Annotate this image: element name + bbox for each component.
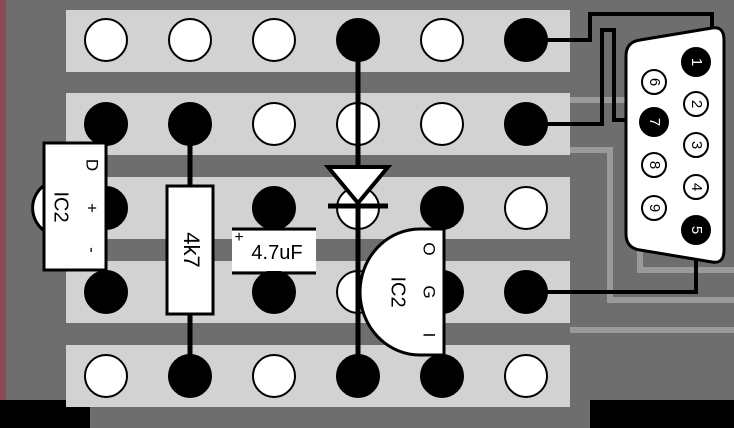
db9-label-5: 5	[688, 226, 705, 234]
hole	[252, 102, 296, 146]
db9-label-1: 1	[688, 58, 705, 66]
capacitor-label: 4.7uF	[251, 242, 302, 264]
ic-right-name: IC2	[387, 276, 409, 307]
hole	[504, 354, 548, 398]
db9-label-2: 2	[688, 100, 705, 108]
db9-label-9: 9	[646, 204, 663, 212]
db9-label-6: 6	[646, 78, 663, 86]
strip-4	[66, 261, 570, 323]
db9-label-7: 7	[646, 118, 663, 126]
db9-label-4: 4	[688, 183, 705, 191]
db9-pin-2	[683, 91, 709, 117]
hole	[504, 186, 548, 230]
hole	[420, 18, 464, 62]
hole	[252, 18, 296, 62]
db9-pin-9	[641, 195, 667, 221]
hole	[420, 186, 464, 230]
ic-right-body	[358, 227, 446, 357]
ic-right-pin-o: O	[420, 242, 439, 255]
strips	[66, 10, 570, 407]
hole	[84, 18, 128, 62]
ic-left-pin-plus: +	[83, 203, 102, 213]
db9-pin-7	[639, 107, 669, 137]
hole	[84, 102, 128, 146]
strip-1	[66, 10, 570, 72]
hole	[84, 270, 128, 314]
ic-right-pin-i: I	[420, 333, 439, 338]
strip-3	[66, 177, 570, 239]
ic-left-name: IC2	[50, 191, 72, 222]
ic-left-pin-d: D	[83, 159, 102, 171]
db9-pin-5	[681, 215, 711, 245]
hole	[252, 186, 296, 230]
ic-left-pin-minus: -	[83, 247, 102, 253]
capacitor-body	[232, 231, 316, 271]
resistor-body	[165, 184, 215, 316]
hole	[420, 354, 464, 398]
hole	[84, 354, 128, 398]
hole	[252, 354, 296, 398]
strip-5	[66, 345, 570, 407]
ic-right-pin-g: G	[420, 285, 439, 298]
db9-pin-8	[641, 152, 667, 178]
db9-pin-1	[681, 47, 711, 77]
db9-pin-labels: 1 2 3 4 5 6 7 8 9	[646, 58, 705, 234]
db9-pin-4	[683, 174, 709, 200]
db9-pins	[639, 47, 711, 245]
resistor-label: 4k7	[179, 232, 204, 267]
strip-2	[66, 93, 570, 155]
ic-left-body	[42, 141, 108, 272]
db9-pin-6	[641, 69, 667, 95]
db9-pin-3	[683, 132, 709, 158]
db9-label-8: 8	[646, 161, 663, 169]
db9-label-3: 3	[688, 141, 705, 149]
diode-body	[323, 165, 393, 207]
hole	[168, 18, 212, 62]
hole	[252, 270, 296, 314]
wire-pin7	[526, 28, 652, 126]
capacitor-polarity: +	[234, 229, 243, 246]
hole	[420, 102, 464, 146]
